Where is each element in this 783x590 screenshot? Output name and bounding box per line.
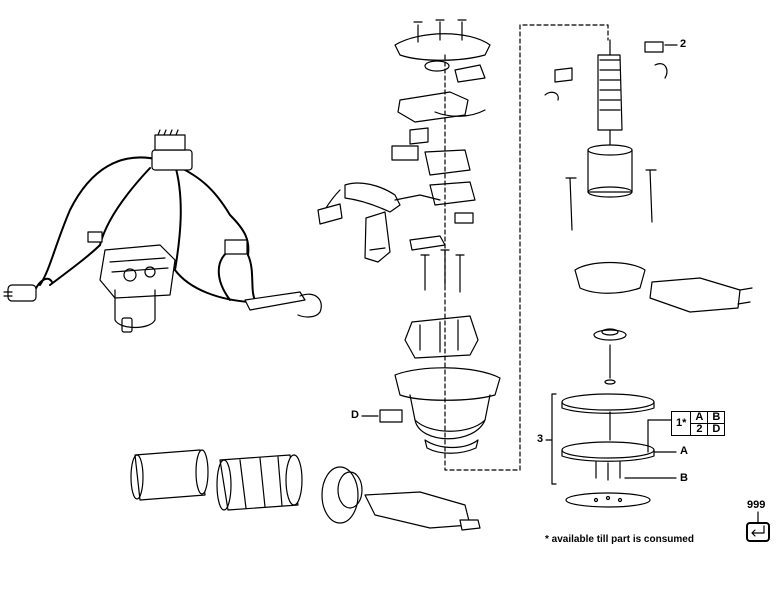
part-label-2: 2 (680, 38, 687, 50)
brush-holders (544, 41, 668, 101)
screws-mid (420, 249, 465, 293)
footnote: * available till part is consumed (545, 534, 694, 545)
switch-module (391, 145, 476, 206)
top-cover (394, 19, 491, 61)
gear-case (649, 277, 753, 313)
callout-cell: B (707, 411, 726, 424)
leader-callout (647, 419, 672, 453)
field-stator (587, 144, 633, 198)
dust-canister (130, 449, 209, 501)
part-label-a: A (680, 445, 688, 457)
return-icon-frame (746, 522, 770, 542)
reference-number: 999 (747, 499, 766, 511)
switch-housing (397, 91, 486, 145)
part-label-b: B (680, 472, 688, 484)
filter-cage (216, 454, 303, 511)
callout-cell: A (690, 411, 709, 424)
lower-housing (394, 367, 501, 454)
sanding-pad-lower (561, 411, 655, 481)
cord-guard (364, 211, 391, 263)
bearing-housing (404, 315, 479, 359)
armature (597, 39, 623, 146)
callout-cell: 2 (690, 423, 709, 436)
bracket-3 (545, 393, 557, 485)
switch-unit (151, 129, 193, 171)
label-plate (361, 409, 403, 423)
cord-strain-relief (244, 291, 322, 318)
motor-unit (99, 244, 176, 333)
sanding-pad-upper (561, 393, 655, 414)
dust-port-handle (364, 491, 481, 531)
fan-plate (574, 261, 646, 294)
callout-cell: D (707, 423, 726, 436)
bearing-ring (593, 328, 627, 385)
gear-wheel (424, 60, 486, 83)
power-cord-assembly (317, 182, 441, 225)
cord-plug (3, 284, 37, 302)
wiring-harness (34, 156, 256, 303)
part-label-d: D (351, 409, 359, 421)
callout-cell: 1* (670, 411, 692, 436)
callout-table: 1* A B 2 D (670, 411, 726, 436)
return-arrow-icon (751, 525, 765, 537)
part-label-3: 3 (537, 433, 544, 445)
filter-adapter (321, 466, 363, 524)
sanding-disc (565, 492, 651, 508)
connector-block (87, 231, 248, 255)
terminal-clips (409, 212, 474, 251)
field-screws (565, 169, 657, 231)
assembly-guide-line (444, 24, 609, 471)
